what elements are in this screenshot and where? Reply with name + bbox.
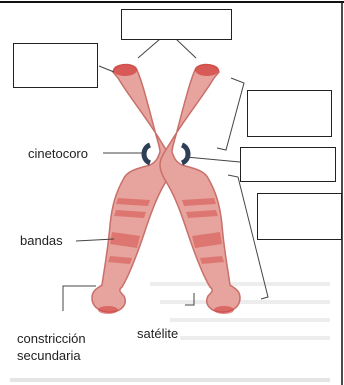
right-bottom-telomere	[214, 306, 234, 314]
left-bottom-telomere	[98, 306, 118, 314]
right-chromatid	[160, 65, 240, 313]
right-kinetochore	[182, 145, 188, 163]
left-top-telomere	[113, 64, 137, 76]
answer-box-short-arm[interactable]	[247, 90, 332, 137]
left-chromatid	[92, 65, 172, 313]
label-bandas: bandas	[20, 233, 63, 248]
right-top-telomere	[195, 64, 219, 76]
answer-box-left-telomere[interactable]	[13, 43, 98, 88]
answer-box-long-arm[interactable]	[257, 193, 342, 240]
answer-box-centromere[interactable]	[240, 147, 336, 182]
left-kinetochore	[144, 145, 150, 163]
label-cinetocoro: cinetocoro	[28, 146, 88, 161]
label-satelite: satélite	[137, 326, 178, 341]
label-constriccion: constricción	[17, 331, 86, 346]
answer-box-telomeres[interactable]	[121, 9, 232, 40]
label-secundaria: secundaria	[17, 348, 81, 363]
